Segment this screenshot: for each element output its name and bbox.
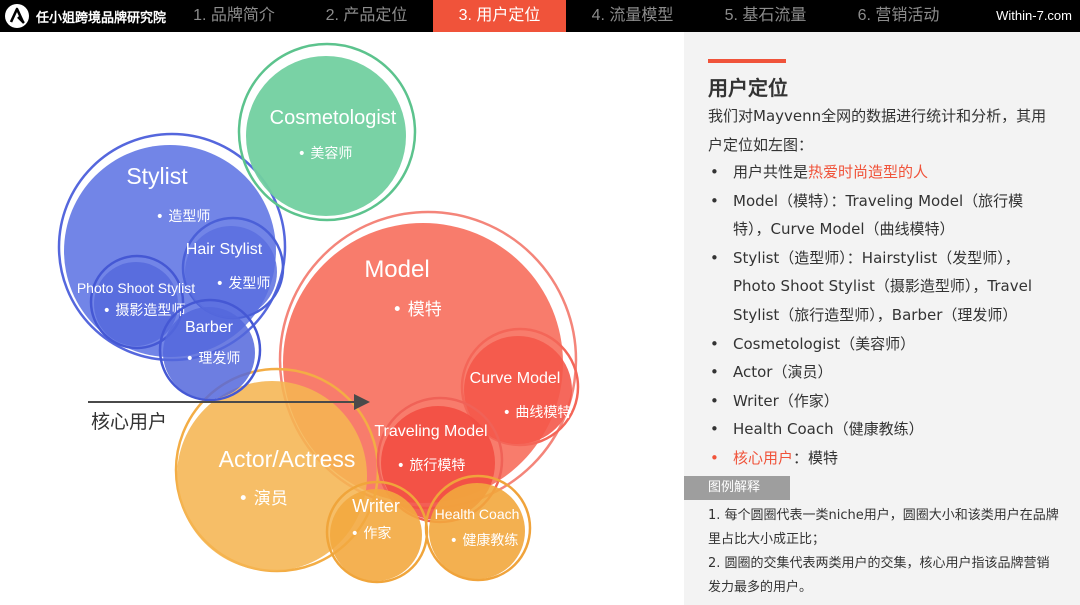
cosmetologist-title: Cosmetologist [270, 107, 397, 129]
traveling-model-title: Traveling Model [374, 423, 487, 440]
traveling-model-sub: • 旅行模特 [397, 458, 466, 474]
legend-note: 2. 圆圈的交集代表两类用户的交集，核心用户指该品牌营销发力最多的用户。 [708, 556, 1050, 595]
tab-base-traffic[interactable]: 5. 基石流量 [724, 7, 807, 24]
hair-stylist-title: Hair Stylist [186, 241, 263, 258]
brand[interactable]: 任小姐跨境品牌研究院 [0, 0, 166, 32]
bubble-writer: Writer • 作家 [325, 480, 429, 584]
bubble-cosmetologist: Cosmetologist • 美容师 [237, 42, 417, 222]
photo-shoot-stylist-sub: • 摄影造型师 [103, 303, 186, 319]
legend-note: 1. 每个圆圈代表一类niche用户，圆圈大小和该类用户在品牌里占比大小成正比； [708, 508, 1059, 547]
top-nav-bar: 任小姐跨境品牌研究院 1. 品牌简介 2. 产品定位 3. 用户定位 4. 流量… [0, 0, 1080, 32]
core-user-item: 核心用户：模特 [708, 444, 1060, 473]
panel-title: 用户定位 [708, 76, 788, 100]
list-item: Actor（演员） [708, 358, 1060, 387]
barber-sub: • 理发师 [186, 351, 241, 367]
tab-marketing[interactable]: 6. 营销活动 [857, 7, 940, 24]
tab-product-positioning[interactable]: 2. 产品定位 [325, 7, 408, 24]
user-type-list: 用户共性是热爱时尚造型的人 Model（模特）：Traveling Model（… [708, 158, 1060, 473]
accent-bar [708, 59, 786, 63]
photo-shoot-stylist-title: Photo Shoot Stylist [77, 280, 195, 296]
list-item: Cosmetologist（美容师） [708, 330, 1060, 359]
info-panel: 用户定位 我们对Mayvenn全网的数据进行统计和分析，其用户定位如左图： 用户… [684, 32, 1080, 605]
site-link[interactable]: Within-7.com [996, 8, 1072, 23]
list-item: 用户共性是热爱时尚造型的人 [708, 158, 1060, 187]
cosmetologist-sub: • 美容师 [298, 145, 353, 162]
health-coach-sub: • 健康教练 [450, 532, 519, 549]
stylist-sub: • 造型师 [156, 209, 211, 225]
curve-model-title: Curve Model [470, 370, 561, 387]
list-item: Writer（作家） [708, 387, 1060, 416]
bubble-photo-shoot-stylist: Photo Shoot Stylist • 摄影造型师 [77, 254, 195, 350]
bubble-curve-model: Curve Model • 曲线模特 [460, 327, 580, 447]
brand-name: 任小姐跨境品牌研究院 [36, 9, 167, 25]
tab-brand-intro[interactable]: 1. 品牌简介 [193, 7, 275, 24]
bubble-barber: Barber • 理发师 [158, 298, 262, 402]
highlight-text: 热爱时尚造型的人 [808, 163, 929, 181]
actor-title: Actor/Actress [219, 446, 356, 472]
brand-logo-icon [5, 4, 29, 28]
bubble-hair-stylist: Hair Stylist • 发型师 [181, 216, 285, 320]
panel-intro: 我们对Mayvenn全网的数据进行统计和分析，其用户定位如左图： [708, 107, 1047, 154]
actor-sub: • 演员 [238, 489, 287, 509]
stylist-title: Stylist [126, 163, 188, 189]
bubble-actor: Actor/Actress • 演员 [174, 367, 380, 573]
tab-user-positioning[interactable]: 3. 用户定位 [433, 0, 566, 32]
model-title: Model [364, 256, 429, 283]
health-coach-title: Health Coach [435, 506, 520, 522]
core-user-label: 核心用户 [91, 411, 167, 433]
bubble-health-coach: Health Coach • 健康教练 [424, 474, 532, 582]
curve-model-sub: • 曲线模特 [503, 405, 572, 421]
writer-title: Writer [352, 496, 400, 516]
hair-stylist-sub: • 发型师 [216, 276, 271, 292]
user-bubble-diagram: Stylist • 造型师 Cosmetologist • 美容师 Model … [57, 42, 580, 584]
list-item: Model（模特）：Traveling Model（旅行模特），Curve Mo… [708, 187, 1060, 244]
list-item: Health Coach（健康教练） [708, 415, 1060, 444]
writer-sub: • 作家 [351, 525, 392, 542]
model-sub: • 模特 [392, 300, 441, 320]
tab-traffic-model[interactable]: 4. 流量模型 [591, 7, 674, 24]
legend-tag: 图例解释 [684, 476, 790, 500]
list-item: Stylist（造型师）：Hairstylist（发型师），Photo Shoo… [708, 244, 1060, 330]
barber-title: Barber [185, 319, 234, 336]
legend-notes: 1. 每个圆圈代表一类niche用户，圆圈大小和该类用户在品牌里占比大小成正比；… [708, 504, 1060, 600]
